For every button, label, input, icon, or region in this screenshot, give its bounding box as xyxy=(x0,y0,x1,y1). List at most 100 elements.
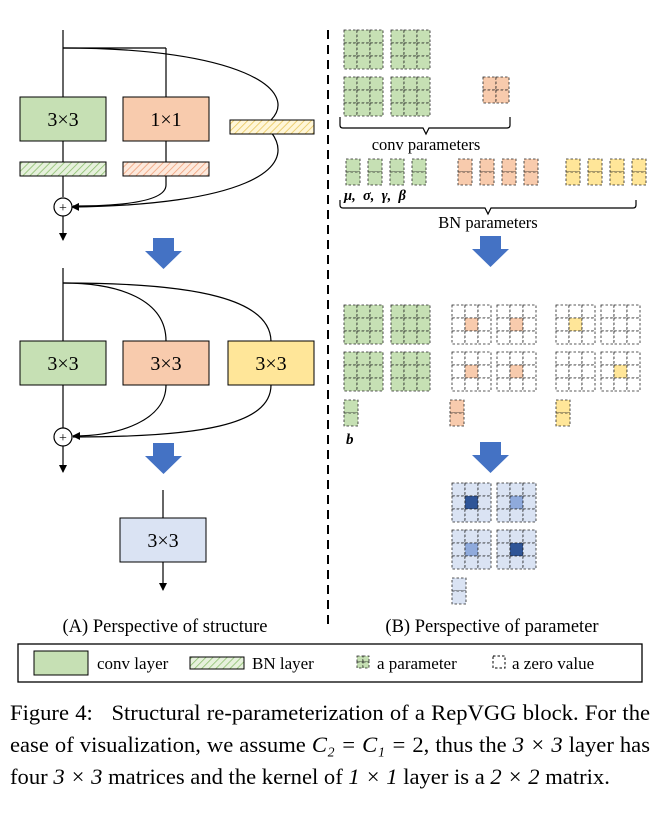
param-cell xyxy=(568,364,583,379)
param-cell xyxy=(555,412,571,427)
caption-math-3x3a: 3 × 3 xyxy=(512,732,563,757)
param-cell xyxy=(403,76,418,91)
legend: conv layer BN layer a parameter a zero v… xyxy=(17,643,643,683)
param-grid xyxy=(555,351,596,392)
param-cell xyxy=(411,171,427,186)
param-cell xyxy=(356,102,371,117)
param-cell xyxy=(565,158,581,173)
param-cell xyxy=(343,29,358,44)
param-cell xyxy=(496,377,511,392)
caption-math-1x1: 1 × 1 xyxy=(348,764,398,789)
legend-zero-icon xyxy=(492,655,506,669)
param-cell xyxy=(464,542,479,557)
param-cell xyxy=(367,171,383,186)
param-cell xyxy=(369,377,384,392)
param-cell xyxy=(509,364,524,379)
caption-line4b: layer is a xyxy=(403,764,485,789)
param-cell xyxy=(451,508,466,523)
param-cell xyxy=(568,317,583,332)
param-grid xyxy=(343,76,384,117)
param-grid xyxy=(496,351,537,392)
param-cell xyxy=(451,590,467,605)
param-cell xyxy=(509,377,524,392)
param-cell xyxy=(362,655,370,663)
param-cell xyxy=(631,171,647,186)
param-cell xyxy=(356,661,364,669)
param-cell xyxy=(477,542,492,557)
param-grid xyxy=(390,76,431,117)
param-cell xyxy=(416,76,431,91)
param-cell xyxy=(522,317,537,332)
param-cell xyxy=(390,102,405,117)
legend-param-icon xyxy=(356,655,370,669)
param-cell xyxy=(523,158,539,173)
param-vector xyxy=(457,158,473,186)
param-cell xyxy=(356,351,371,366)
param-cell xyxy=(613,304,628,319)
caption-line1: Structural re-parameterization of a RepV… xyxy=(111,700,517,725)
caption-line4c: matrix. xyxy=(545,764,610,789)
legend-frame xyxy=(17,643,643,683)
structure-final-block: 3×3 xyxy=(119,490,207,591)
param-grid xyxy=(343,29,384,70)
param-cell xyxy=(555,330,570,345)
param-cell xyxy=(464,317,479,332)
param-cell xyxy=(555,377,570,392)
param-cell xyxy=(369,304,384,319)
structure-top-block: 3×3 1×1 + xyxy=(19,30,315,241)
param-cell xyxy=(390,351,405,366)
param-cell xyxy=(581,317,596,332)
param-cell xyxy=(496,304,511,319)
param-cell xyxy=(369,317,384,332)
param-cell xyxy=(495,89,510,104)
param-cell xyxy=(451,542,466,557)
param-cell xyxy=(403,317,418,332)
param-cell xyxy=(416,89,431,104)
param-cell xyxy=(581,364,596,379)
param-cell xyxy=(464,304,479,319)
bn-hatch-a xyxy=(19,161,107,177)
param-cell xyxy=(403,89,418,104)
caption-line2: block. For the ease of visualization, we… xyxy=(10,700,651,757)
param-cell xyxy=(390,317,405,332)
param-cell xyxy=(369,29,384,44)
param-grid xyxy=(451,304,492,345)
param-cell xyxy=(343,330,358,345)
param-vector xyxy=(343,399,359,427)
param-cell xyxy=(477,364,492,379)
param-grid xyxy=(600,351,641,392)
param-cell xyxy=(522,555,537,570)
param-vector xyxy=(451,577,467,605)
param-cell xyxy=(390,304,405,319)
figure-caption: Figure 4: Structural re-parameterization… xyxy=(10,697,650,793)
param-cell xyxy=(479,158,495,173)
param-cell xyxy=(367,158,383,173)
param-cell xyxy=(343,42,358,57)
param-cell xyxy=(496,330,511,345)
param-cell xyxy=(416,351,431,366)
down-arrow-a2 xyxy=(145,443,182,474)
param-cell xyxy=(343,55,358,70)
param-grid xyxy=(343,351,384,392)
down-arrow-a1 xyxy=(145,238,182,269)
legend-bn-swatch xyxy=(189,656,245,670)
param-grid xyxy=(343,304,384,345)
param-cell xyxy=(390,55,405,70)
param-cell xyxy=(464,555,479,570)
param-cell xyxy=(581,351,596,366)
param-cell xyxy=(416,304,431,319)
brace-conv xyxy=(339,117,511,136)
param-cell xyxy=(522,529,537,544)
param-cell xyxy=(477,495,492,510)
parameter-panel xyxy=(343,29,647,605)
param-cell xyxy=(451,555,466,570)
param-cell xyxy=(416,330,431,345)
param-cell xyxy=(403,377,418,392)
param-cell xyxy=(464,482,479,497)
param-cell xyxy=(390,76,405,91)
param-cell xyxy=(496,555,511,570)
param-cell xyxy=(631,158,647,173)
param-cell xyxy=(509,330,524,345)
param-cell xyxy=(496,351,511,366)
param-cell xyxy=(343,412,359,427)
